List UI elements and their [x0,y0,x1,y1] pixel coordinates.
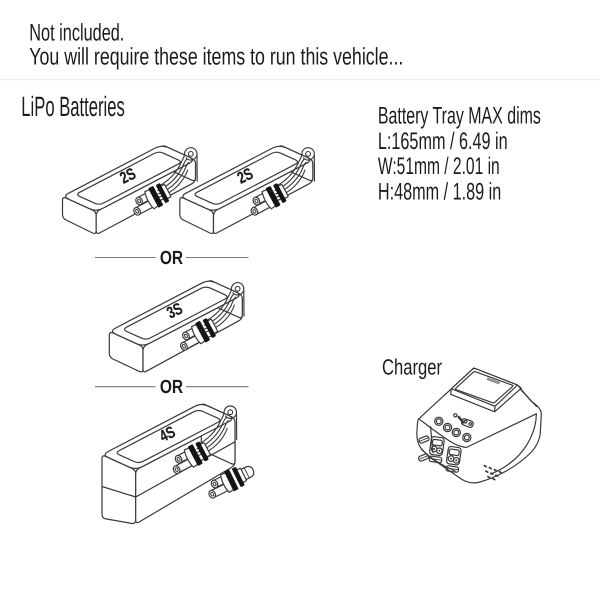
svg-text:Not included.: Not included. [29,19,124,46]
svg-text:Battery Tray MAX dims: Battery Tray MAX dims [378,103,541,130]
svg-text:Charger: Charger [382,355,442,380]
svg-text:OR: OR [160,377,184,398]
svg-text:2S: 2S [235,165,256,188]
svg-text:LiPo Batteries: LiPo Batteries [21,91,124,122]
svg-text:L:165mm / 6.49 in: L:165mm / 6.49 in [378,128,508,155]
svg-text:You will require these items t: You will require these items to run this… [29,43,403,70]
svg-text:W:51mm / 2.01 in: W:51mm / 2.01 in [378,153,500,180]
svg-text:3S: 3S [164,300,185,323]
svg-text:4S: 4S [157,423,178,446]
svg-text:2S: 2S [117,165,138,188]
svg-text:OR: OR [160,248,184,269]
svg-text:H:48mm / 1.89 in: H:48mm / 1.89 in [378,178,501,205]
